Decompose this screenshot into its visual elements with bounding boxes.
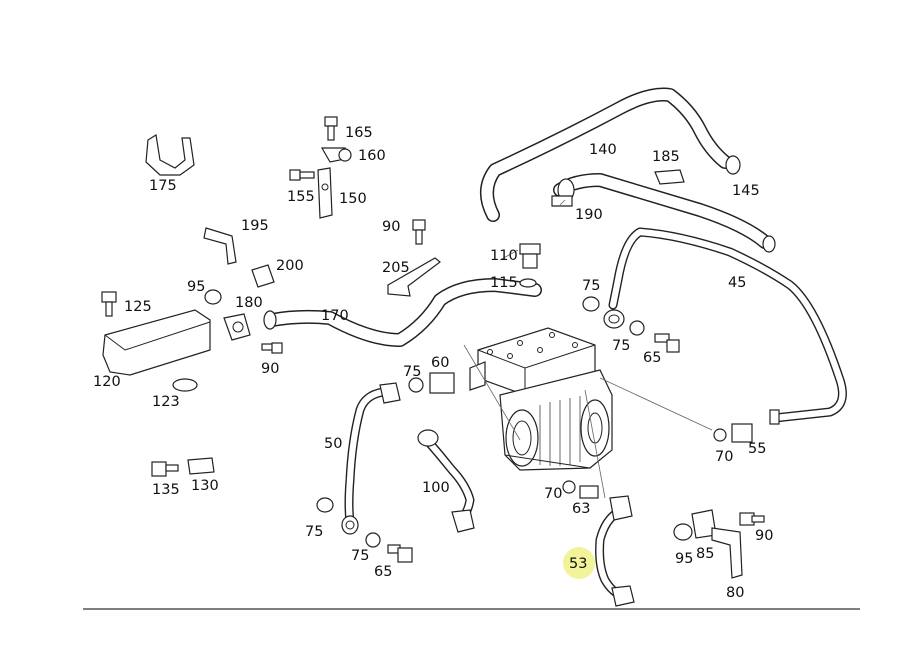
part-90-bolt-left: [261, 342, 283, 354]
callout-140[interactable]: 140: [589, 142, 617, 158]
callout-highlight: [563, 547, 595, 579]
part-110-fitting: [519, 243, 541, 269]
callout-190[interactable]: 190: [575, 207, 603, 223]
callout-65-b[interactable]: 65: [374, 564, 392, 580]
callout-160[interactable]: 160: [358, 148, 386, 164]
part-150-bracket: [317, 167, 333, 219]
callout-175[interactable]: 175: [149, 178, 177, 194]
callout-95-left[interactable]: 95: [187, 279, 205, 295]
part-65-bolt-a: [654, 333, 680, 353]
callout-75-a[interactable]: 75: [582, 278, 600, 294]
part-195-bracket: [203, 227, 237, 265]
part-75-washer-a: [582, 296, 600, 312]
part-130-bracket: [187, 457, 215, 475]
part-50-pipe: [341, 382, 401, 535]
part-90-bolt-right: [739, 512, 765, 526]
part-70-washer-a: [713, 428, 727, 442]
callout-120[interactable]: 120: [93, 374, 121, 390]
part-135-bolt: [151, 461, 179, 477]
callout-200[interactable]: 200: [276, 258, 304, 274]
callout-130[interactable]: 130: [191, 478, 219, 494]
part-45-pipe: [603, 227, 847, 425]
part-90-bolt-top: [412, 219, 426, 245]
callout-123[interactable]: 123: [152, 394, 180, 410]
part-100-pipe: [417, 429, 475, 533]
part-185-clamp: [654, 169, 685, 185]
callout-50[interactable]: 50: [324, 436, 342, 452]
callout-95-right[interactable]: 95: [675, 551, 693, 567]
part-60-fitting: [429, 372, 455, 394]
part-123-cap: [172, 378, 198, 392]
part-160-clip: [320, 147, 352, 163]
part-175-bracket: [145, 134, 195, 176]
callout-165[interactable]: 165: [345, 125, 373, 141]
part-205-bracket: [387, 257, 441, 297]
callout-75-c[interactable]: 75: [403, 364, 421, 380]
callout-195[interactable]: 195: [241, 218, 269, 234]
part-115-washer: [519, 278, 537, 288]
callout-125[interactable]: 125: [124, 299, 152, 315]
part-200-sleeve: [251, 264, 275, 288]
part-95-washer-right: [673, 523, 693, 541]
part-63-fitting: [579, 485, 599, 499]
part-125-bolt: [101, 291, 117, 317]
part-75-washer-c: [408, 377, 424, 393]
callout-90-left[interactable]: 90: [261, 361, 279, 377]
callout-90-top[interactable]: 90: [382, 219, 400, 235]
callout-185[interactable]: 185: [652, 149, 680, 165]
part-170-hose: [263, 278, 542, 347]
callout-90-right[interactable]: 90: [755, 528, 773, 544]
part-80-bracket: [711, 527, 743, 579]
fuel-pump-assembly: [469, 327, 613, 471]
callout-45[interactable]: 45: [728, 275, 746, 291]
callout-60[interactable]: 60: [431, 355, 449, 371]
callout-115[interactable]: 115: [490, 275, 518, 291]
part-75-washer-d: [316, 497, 334, 513]
part-65-bolt-b: [387, 544, 413, 563]
callout-53[interactable]: 53: [569, 556, 587, 572]
part-55-fitting: [731, 423, 753, 443]
callout-145[interactable]: 145: [732, 183, 760, 199]
part-75-washer-b: [629, 320, 645, 336]
callout-100[interactable]: 100: [422, 480, 450, 496]
callout-150[interactable]: 150: [339, 191, 367, 207]
callout-70-b[interactable]: 70: [544, 486, 562, 502]
callout-170[interactable]: 170: [321, 308, 349, 324]
callout-65-a[interactable]: 65: [643, 350, 661, 366]
callout-63[interactable]: 63: [572, 501, 590, 517]
part-180-clamp: [223, 313, 251, 341]
callout-75-e[interactable]: 75: [351, 548, 369, 564]
callout-70-a[interactable]: 70: [715, 449, 733, 465]
callout-85[interactable]: 85: [696, 546, 714, 562]
part-53-pipe: [595, 495, 635, 607]
part-120-filter-housing: [102, 309, 211, 376]
callout-180[interactable]: 180: [235, 295, 263, 311]
callout-110[interactable]: 110: [490, 248, 518, 264]
callout-135[interactable]: 135: [152, 482, 180, 498]
callout-80[interactable]: 80: [726, 585, 744, 601]
callout-205[interactable]: 205: [382, 260, 410, 276]
leader-lines: [463, 199, 713, 499]
callout-155[interactable]: 155: [287, 189, 315, 205]
part-140-hose: [480, 87, 741, 222]
part-75-washer-e: [365, 532, 381, 548]
callout-75-d[interactable]: 75: [305, 524, 323, 540]
part-95-washer-left: [204, 289, 222, 305]
part-70-washer-b: [562, 480, 576, 494]
callout-55[interactable]: 55: [748, 441, 766, 457]
part-190-hose: [551, 173, 776, 253]
callouts: 165 160 175 155 150 140 185 145 190 195 …: [93, 125, 773, 601]
part-155-bolt: [289, 169, 315, 181]
callout-75-b[interactable]: 75: [612, 338, 630, 354]
part-165-bolt: [324, 116, 338, 141]
